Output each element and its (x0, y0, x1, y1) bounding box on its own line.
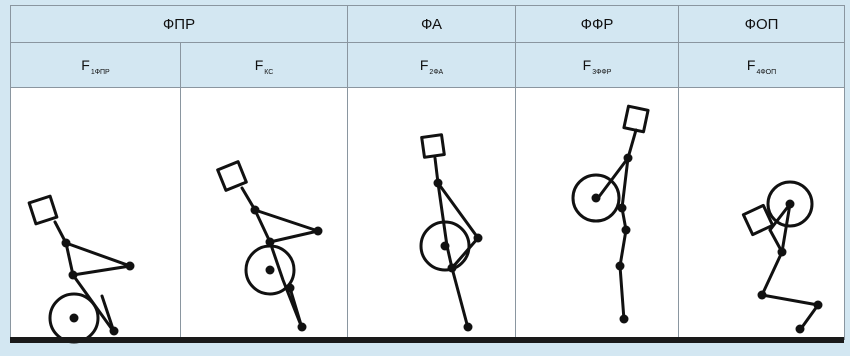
force-label-4: F3ФФР (515, 42, 680, 88)
force-subscript: 1ФПР (90, 69, 110, 76)
force-subscript: 2ФА (429, 69, 444, 76)
force-symbol: F (746, 57, 756, 73)
force-symbol: F (419, 57, 429, 73)
force-symbol: F (81, 57, 90, 73)
phase-header-fa: ФА (347, 5, 517, 43)
force-subscript: КС (264, 69, 274, 76)
figure-cell-2 (179, 87, 349, 340)
phase-header-ffr: ФФР (515, 5, 680, 43)
phase-header-fpr: ФПР (9, 5, 349, 43)
force-label-3: F2ФА (347, 42, 517, 88)
figure-cell-5 (678, 87, 846, 340)
force-symbol: F (254, 57, 264, 73)
figure-cell-3 (347, 87, 517, 340)
force-subscript: 3ФФР (592, 69, 612, 76)
force-label-1: F1ФПР (10, 42, 181, 88)
force-symbol: F (582, 57, 592, 73)
force-label-2: FКС (179, 42, 349, 88)
figure-cell-4 (515, 87, 680, 340)
phases-table: ФПР ФА ФФР ФОП F1ФПР FКС F2ФА F3ФФР F4ФО… (9, 5, 846, 340)
figure-cell-1 (10, 87, 181, 340)
force-subscript: 4ФОП (756, 69, 777, 76)
force-label-5: F4ФОП (678, 42, 846, 88)
phase-header-fop: ФОП (678, 5, 846, 43)
